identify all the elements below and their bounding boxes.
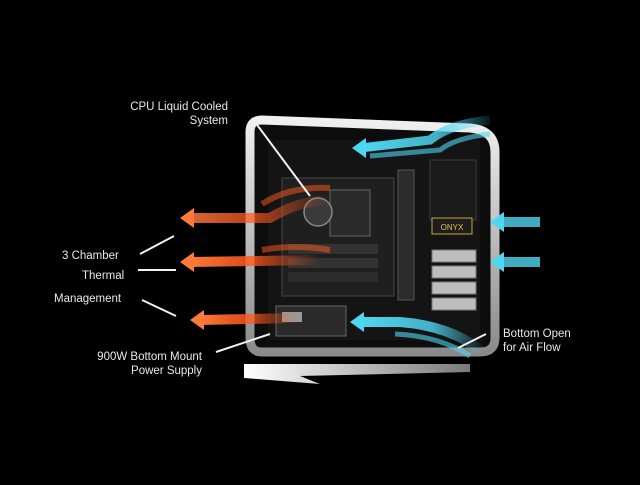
callout-chamber-1 (139, 235, 175, 255)
bottom-open-label: Bottom Open for Air Flow (503, 327, 571, 355)
cpu-cooling-label: CPU Liquid Cooled System (112, 100, 228, 128)
psu-label: 900W Bottom Mount Power Supply (80, 350, 202, 378)
callout-psu (215, 333, 271, 353)
psu-line-1: 900W Bottom Mount (97, 351, 202, 363)
cpu-cooling-line-1: CPU Liquid Cooled (130, 101, 228, 113)
callout-lines (138, 117, 487, 353)
drive-bays: ONYX (429, 159, 477, 311)
chamber-label-1: 3 Chamber (62, 250, 119, 262)
psu-line-2: Power Supply (131, 365, 202, 377)
chamber-label-3: Management (54, 293, 122, 305)
callout-cpu (251, 117, 311, 197)
callout-bottom-open (457, 333, 487, 349)
case-base (244, 364, 470, 384)
case-badge: ONYX (441, 223, 464, 232)
cpu-cooling-line-2: System (189, 115, 228, 127)
chamber-label-2: Thermal (82, 270, 125, 282)
bottom-open-line-1: Bottom Open (503, 328, 571, 340)
cool-air-arrows (350, 115, 540, 359)
motherboard (281, 169, 415, 301)
hot-air-arrows (180, 184, 331, 330)
callout-chamber-3 (141, 299, 177, 317)
bottom-open-line-2: for Air Flow (503, 342, 561, 354)
